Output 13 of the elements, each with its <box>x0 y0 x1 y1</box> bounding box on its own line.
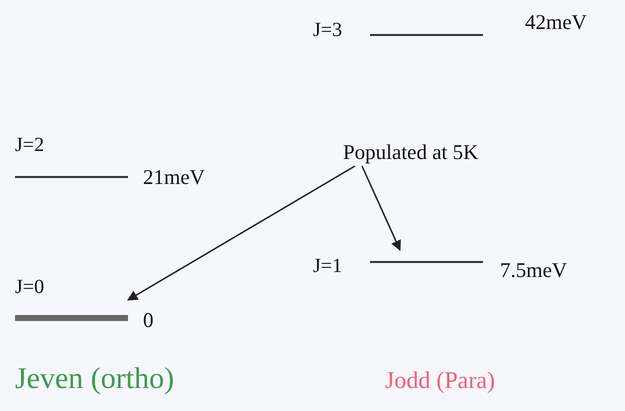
energy-value: 7.5meV <box>500 258 568 283</box>
arrow <box>361 166 401 251</box>
energy-value: 21meV <box>143 165 205 190</box>
arrow <box>127 165 356 301</box>
energy-value: 0 <box>143 308 154 333</box>
level-label: J=0 <box>15 276 44 298</box>
energy-value: 42meV <box>525 10 587 35</box>
group-label: Jeven (ortho) <box>15 362 174 396</box>
level-label: J=2 <box>15 134 44 156</box>
annotation-text: Populated at 5K <box>343 140 563 166</box>
group-label: Jodd (Para) <box>385 368 495 395</box>
level-label: J=1 <box>313 255 342 277</box>
level-label: J=3 <box>313 19 342 41</box>
